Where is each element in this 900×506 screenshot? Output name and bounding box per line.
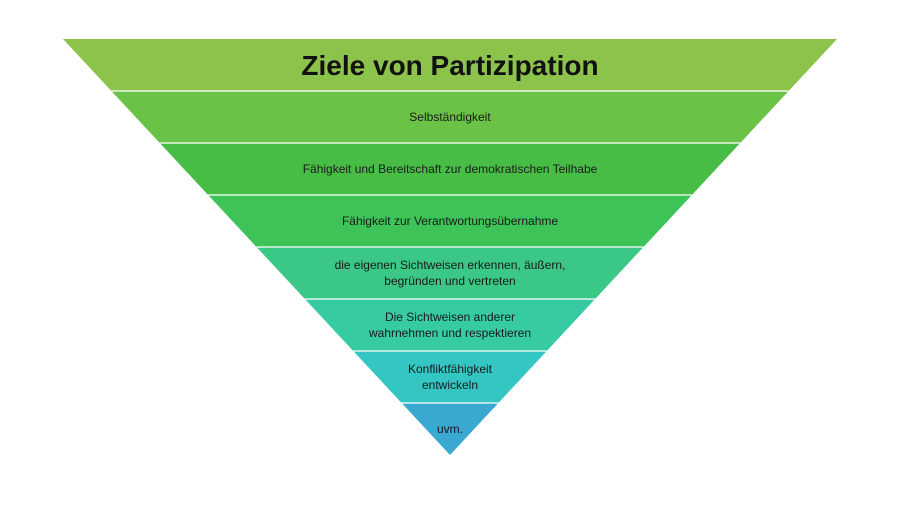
pyramid-level-6 [353, 351, 547, 403]
pyramid-level-2-label: Fähigkeit und Bereitschaft zur demokrati… [303, 162, 598, 176]
pyramid-level-5-label: wahrnehmen und respektieren [368, 326, 531, 340]
pyramid-level-3-label: Fähigkeit zur Verantwortungsübernahme [342, 214, 558, 228]
pyramid-title: Ziele von Partizipation [301, 50, 598, 81]
pyramid-level-4-label: begründen und vertreten [384, 274, 515, 288]
pyramid-level-1 [111, 91, 789, 143]
pyramid-level-3 [208, 195, 692, 247]
pyramid-level-7 [401, 403, 499, 455]
pyramid-level-7-label: uvm. [437, 422, 463, 436]
title-band [63, 39, 837, 91]
pyramid-level-5-label: Die Sichtweisen anderer [385, 310, 515, 324]
pyramid-level-1-label: Selbständigkeit [409, 110, 491, 124]
pyramid-bands [63, 39, 837, 455]
pyramid-level-4 [256, 247, 644, 299]
pyramid-level-5 [304, 299, 596, 351]
pyramid-level-2 [159, 143, 741, 195]
pyramid-level-4-label: die eigenen Sichtweisen erkennen, äußern… [335, 258, 566, 272]
pyramid-level-6-label: Konfliktfähigkeit [408, 362, 493, 376]
pyramid-level-6-label: entwickeln [422, 378, 478, 392]
